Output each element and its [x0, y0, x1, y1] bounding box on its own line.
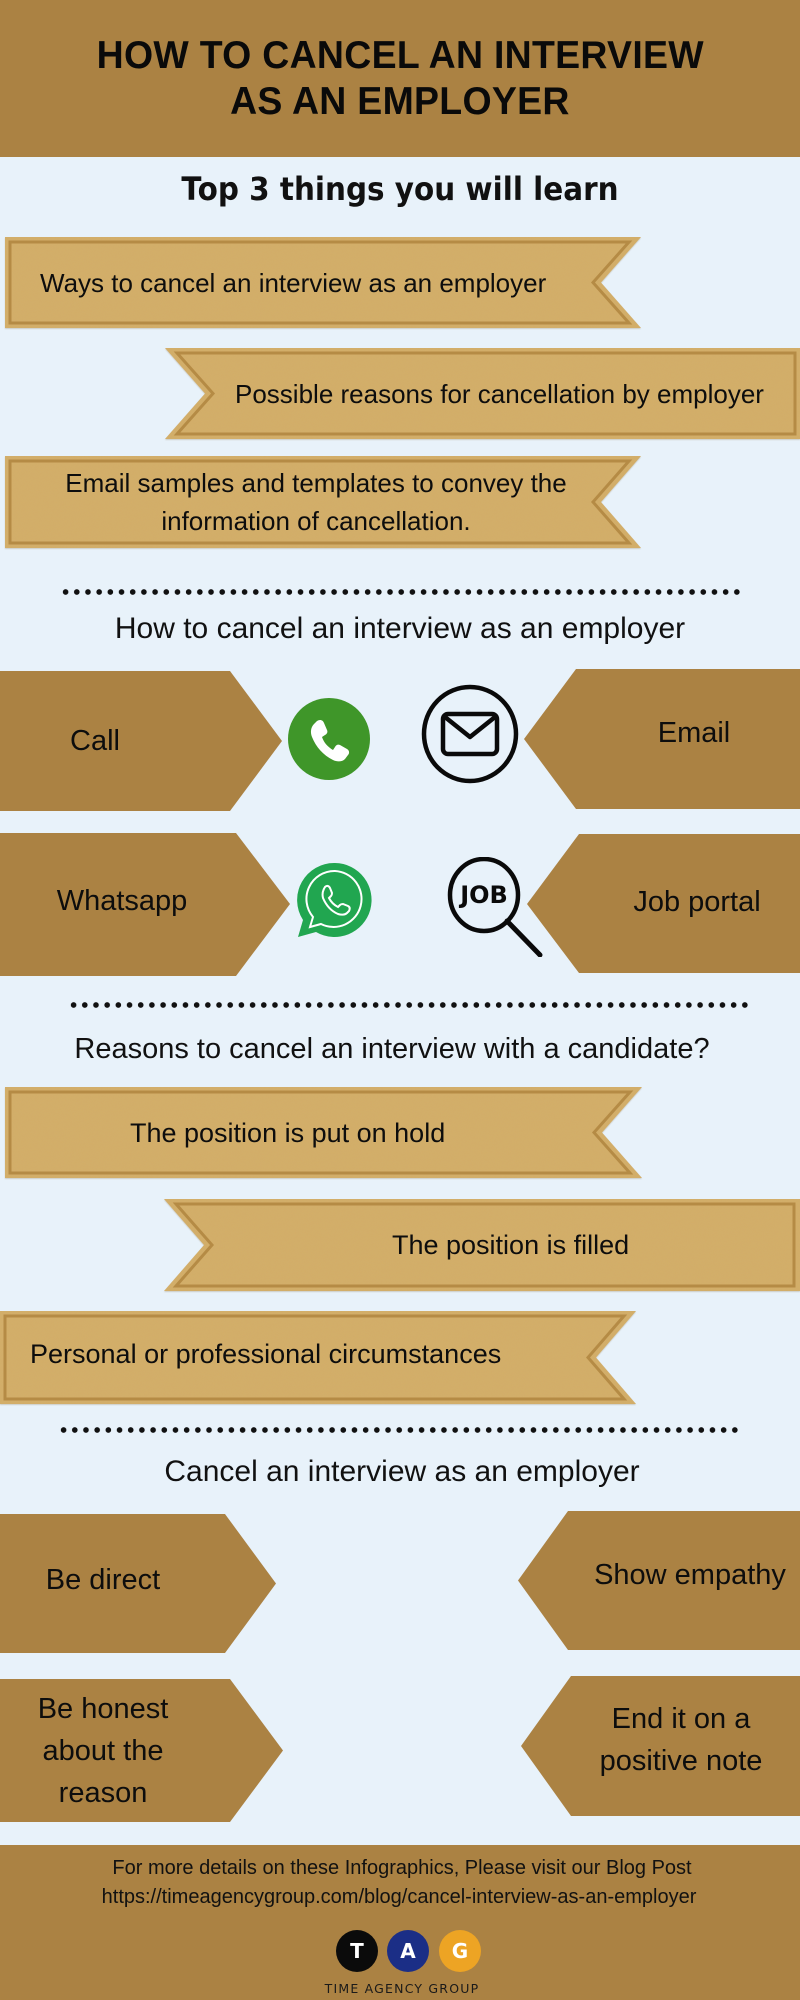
tip-end-positive: End it on a positive note: [521, 1676, 800, 1816]
arrow-tab-shape: [0, 1514, 276, 1653]
method-email: Email: [524, 669, 800, 809]
tip-line-3: reason: [58, 1776, 148, 1809]
kraft-ribbon-shape: [164, 1199, 800, 1291]
reason-item-filled: The position is filled: [164, 1199, 800, 1291]
method-label: Whatsapp: [56, 884, 188, 917]
method-job-portal: Job portal: [527, 834, 800, 973]
logo-letter-a: A: [387, 1930, 429, 1972]
learn-item-email-samples: Email samples and templates to convey th…: [5, 456, 641, 548]
reason-label: The position is put on hold: [130, 1117, 446, 1148]
phone-icon: [287, 697, 371, 781]
tip-show-empathy: Show empathy: [518, 1511, 800, 1650]
tip-be-direct: Be direct: [0, 1514, 276, 1653]
method-whatsapp: Whatsapp: [0, 833, 290, 976]
envelope-icon: [421, 684, 519, 784]
footer-blog-link[interactable]: https://timeagencygroup.com/blog/cancel-…: [101, 1886, 697, 1908]
tip-line-2: positive note: [599, 1745, 763, 1777]
kraft-ribbon-shape: [165, 348, 800, 439]
tip-line-1: Be honest: [37, 1692, 169, 1725]
svg-text:JOB: JOB: [458, 881, 508, 909]
kraft-ribbon-shape: [5, 456, 641, 548]
learn-item-label: Ways to cancel an interview as an employ…: [40, 267, 547, 298]
footer-blog-note: For more details on these Infographics, …: [112, 1857, 692, 1879]
page-title-line-1: HOW TO CANCEL AN INTERVIEW: [96, 33, 704, 77]
reasons-section-title: Reasons to cancel an interview with a ca…: [74, 1033, 710, 1065]
logo-caption: TIME AGENCY GROUP: [324, 1981, 480, 1996]
learn-item-label: Possible reasons for cancellation by emp…: [235, 378, 764, 409]
reason-label: The position is filled: [392, 1230, 630, 1260]
arrow-tab-shape: [0, 671, 282, 811]
arrow-tab-shape: [527, 834, 800, 973]
logo-letter-g: G: [439, 1930, 481, 1972]
learn-item-reasons: Possible reasons for cancellation by emp…: [165, 348, 800, 439]
method-label: Job portal: [633, 885, 761, 918]
tip-be-honest: Be honest about the reason: [0, 1679, 283, 1822]
tips-section-title: Cancel an interview as an employer: [164, 1455, 640, 1488]
learn-item-line-2: information of cancellation.: [161, 506, 471, 536]
whatsapp-icon: [290, 861, 374, 941]
dotted-divider: [60, 588, 743, 596]
logo-letter-t: T: [336, 1930, 378, 1972]
reason-label: Personal or professional circumstances: [30, 1338, 502, 1369]
arrow-tab-shape: [521, 1676, 800, 1816]
reason-item-on-hold: The position is put on hold: [5, 1087, 642, 1178]
kraft-ribbon-shape: [0, 1311, 636, 1404]
dotted-divider: [68, 1001, 751, 1009]
tip-label: Be direct: [45, 1563, 161, 1596]
arrow-tab-shape: [0, 1679, 283, 1822]
method-label: Email: [657, 717, 731, 749]
tip-line-2: about the: [42, 1734, 164, 1767]
tip-line-1: End it on a: [611, 1703, 751, 1735]
learn-section-title: Top 3 things you will learn: [181, 170, 619, 208]
kraft-ribbon-shape: [5, 1087, 642, 1178]
tip-label: Show empathy: [594, 1558, 786, 1591]
learn-item-ways: Ways to cancel an interview as an employ…: [5, 237, 641, 328]
arrow-tab-shape: [0, 833, 290, 976]
kraft-ribbon-shape: [5, 237, 641, 328]
job-search-icon: JOB: [444, 856, 544, 958]
methods-section-title: How to cancel an interview as an employe…: [114, 612, 686, 645]
method-call: Call: [0, 671, 282, 811]
dotted-divider: [58, 1426, 741, 1434]
method-label: Call: [70, 725, 120, 757]
arrow-tab-shape: [518, 1511, 800, 1650]
header-banner: HOW TO CANCEL AN INTERVIEW AS AN EMPLOYE…: [0, 0, 800, 157]
reason-item-circumstances: Personal or professional circumstances: [0, 1311, 636, 1404]
page-title-line-2: AS AN EMPLOYER: [230, 79, 570, 123]
arrow-tab-shape: [524, 669, 800, 809]
learn-item-line-1: Email samples and templates to convey th…: [65, 468, 567, 498]
footer: For more details on these Infographics, …: [0, 1845, 800, 2000]
